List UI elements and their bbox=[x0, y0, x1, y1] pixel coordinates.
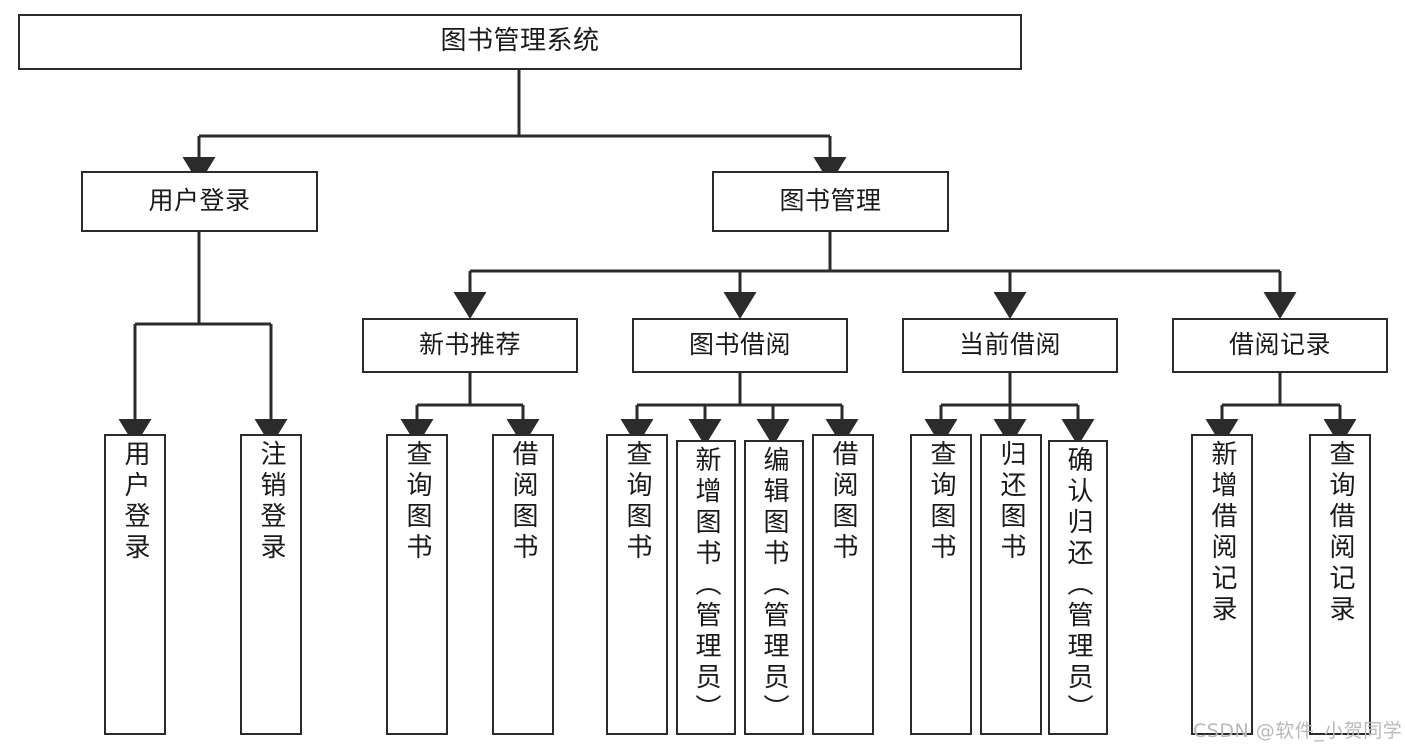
node-borrow-record[interactable]: 借阅记录 bbox=[1172, 318, 1388, 373]
leaf-user-logout[interactable]: 注销登录 bbox=[240, 434, 302, 735]
leaf-query-book-current[interactable]: 查询图书 bbox=[910, 434, 972, 735]
node-label: 查询图书 bbox=[402, 440, 432, 564]
node-label: 注销登录 bbox=[256, 440, 286, 564]
leaf-borrow-book[interactable]: 借阅图书 bbox=[812, 434, 874, 735]
leaf-add-borrow-record[interactable]: 新增借阅记录 bbox=[1191, 434, 1253, 735]
node-label: 图书管理系统 bbox=[440, 26, 600, 57]
node-label: 新增借阅记录 bbox=[1207, 440, 1237, 626]
csdn-watermark: CSDN @软件_小贺同学 bbox=[1193, 720, 1403, 742]
node-label: 用户登录 bbox=[120, 440, 150, 564]
leaf-borrow-book-recommend[interactable]: 借阅图书 bbox=[492, 434, 554, 735]
node-label: 借阅图书 bbox=[508, 440, 538, 564]
node-label: 当前借阅 bbox=[958, 330, 1061, 360]
node-label: 借阅图书 bbox=[828, 440, 858, 564]
node-label: 查询借阅记录 bbox=[1325, 440, 1355, 626]
node-label: 编辑图书（管理员） bbox=[759, 446, 789, 725]
node-label: 查询图书 bbox=[622, 440, 652, 564]
node-label: 新增图书（管理员） bbox=[691, 446, 721, 725]
node-current-borrow[interactable]: 当前借阅 bbox=[902, 318, 1118, 373]
leaf-user-login[interactable]: 用户登录 bbox=[104, 434, 166, 735]
node-root-system[interactable]: 图书管理系统 bbox=[18, 14, 1022, 70]
leaf-query-book-borrow[interactable]: 查询图书 bbox=[606, 434, 668, 735]
node-user-login[interactable]: 用户登录 bbox=[81, 171, 318, 232]
leaf-add-book-admin[interactable]: 新增图书（管理员） bbox=[676, 440, 736, 735]
leaf-confirm-return-admin[interactable]: 确认归还（管理员） bbox=[1048, 440, 1108, 735]
node-book-borrow[interactable]: 图书借阅 bbox=[632, 318, 848, 373]
node-label: 用户登录 bbox=[148, 186, 251, 216]
leaf-query-book-recommend[interactable]: 查询图书 bbox=[386, 434, 448, 735]
node-label: 新书推荐 bbox=[418, 330, 521, 360]
node-book-management[interactable]: 图书管理 bbox=[712, 171, 949, 232]
leaf-return-book[interactable]: 归还图书 bbox=[980, 434, 1042, 735]
node-new-book-recommend[interactable]: 新书推荐 bbox=[362, 318, 578, 373]
node-label: 查询图书 bbox=[926, 440, 956, 564]
node-label: 借阅记录 bbox=[1228, 330, 1331, 360]
leaf-query-borrow-record[interactable]: 查询借阅记录 bbox=[1309, 434, 1371, 735]
node-label: 归还图书 bbox=[996, 440, 1026, 564]
node-label: 确认归还（管理员） bbox=[1063, 446, 1093, 725]
node-label: 图书借阅 bbox=[688, 330, 791, 360]
node-label: 图书管理 bbox=[779, 186, 882, 216]
leaf-edit-book-admin[interactable]: 编辑图书（管理员） bbox=[744, 440, 804, 735]
